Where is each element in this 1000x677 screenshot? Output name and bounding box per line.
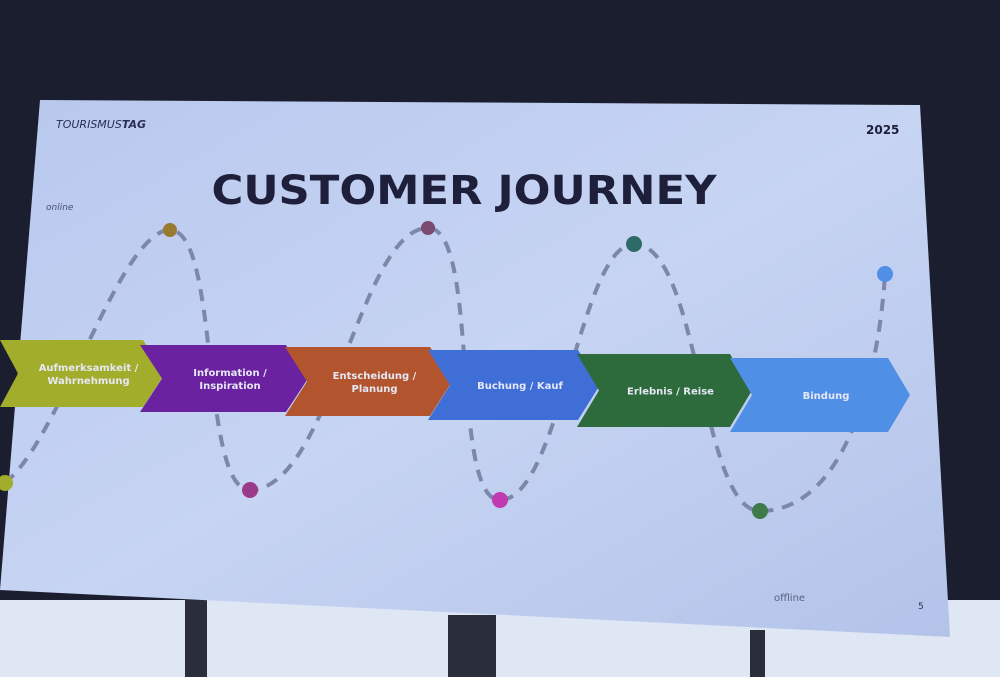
step-label: Planung bbox=[351, 384, 397, 395]
brand-logo: TOURISMUSTAG bbox=[56, 118, 146, 131]
journey-step-4: Buchung / Kauf bbox=[428, 350, 600, 420]
step-chevron bbox=[285, 347, 452, 416]
step-label: Information / bbox=[193, 368, 267, 379]
step-chevron bbox=[730, 358, 910, 432]
step-label: Buchung / Kauf bbox=[477, 381, 563, 392]
journey-path bbox=[3, 225, 887, 514]
journey-step-5: Erlebnis / Reise bbox=[577, 354, 752, 427]
journey-step-1: Aufmerksamkeit / Wahrnehmung bbox=[0, 340, 165, 407]
step-label: Erlebnis / Reise bbox=[627, 387, 714, 398]
slide-title: CUSTOMER JOURNEY bbox=[212, 168, 718, 214]
step-chevron bbox=[140, 345, 308, 412]
screen-stand bbox=[448, 615, 496, 677]
step-label: Wahrnehmung bbox=[47, 376, 129, 387]
page-number: 5 bbox=[918, 602, 924, 612]
journey-dot bbox=[242, 482, 258, 498]
label-online: online bbox=[46, 203, 74, 213]
journey-dot bbox=[163, 223, 177, 237]
journey-dot bbox=[626, 236, 642, 252]
journey-step-2: Information / Inspiration bbox=[140, 345, 308, 412]
step-label: Entscheidung / bbox=[333, 371, 417, 382]
journey-dot bbox=[492, 492, 508, 508]
step-chevron bbox=[428, 350, 600, 420]
label-offline: offline bbox=[774, 593, 805, 604]
window-frame bbox=[750, 630, 765, 677]
step-label: Bindung bbox=[803, 391, 850, 402]
journey-dot bbox=[0, 475, 13, 491]
journey-dot bbox=[752, 503, 768, 519]
journey-step-3: Entscheidung / Planung bbox=[285, 347, 452, 416]
slide-year: 2025 bbox=[866, 123, 899, 137]
window-frame bbox=[185, 600, 207, 677]
journey-dot bbox=[421, 221, 435, 235]
step-chevron bbox=[0, 340, 165, 407]
journey-step-6: Bindung bbox=[730, 358, 910, 432]
step-label: Inspiration bbox=[199, 381, 260, 392]
step-chevron bbox=[577, 354, 752, 427]
step-label: Aufmerksamkeit / bbox=[39, 363, 139, 374]
journey-dot bbox=[877, 266, 893, 282]
